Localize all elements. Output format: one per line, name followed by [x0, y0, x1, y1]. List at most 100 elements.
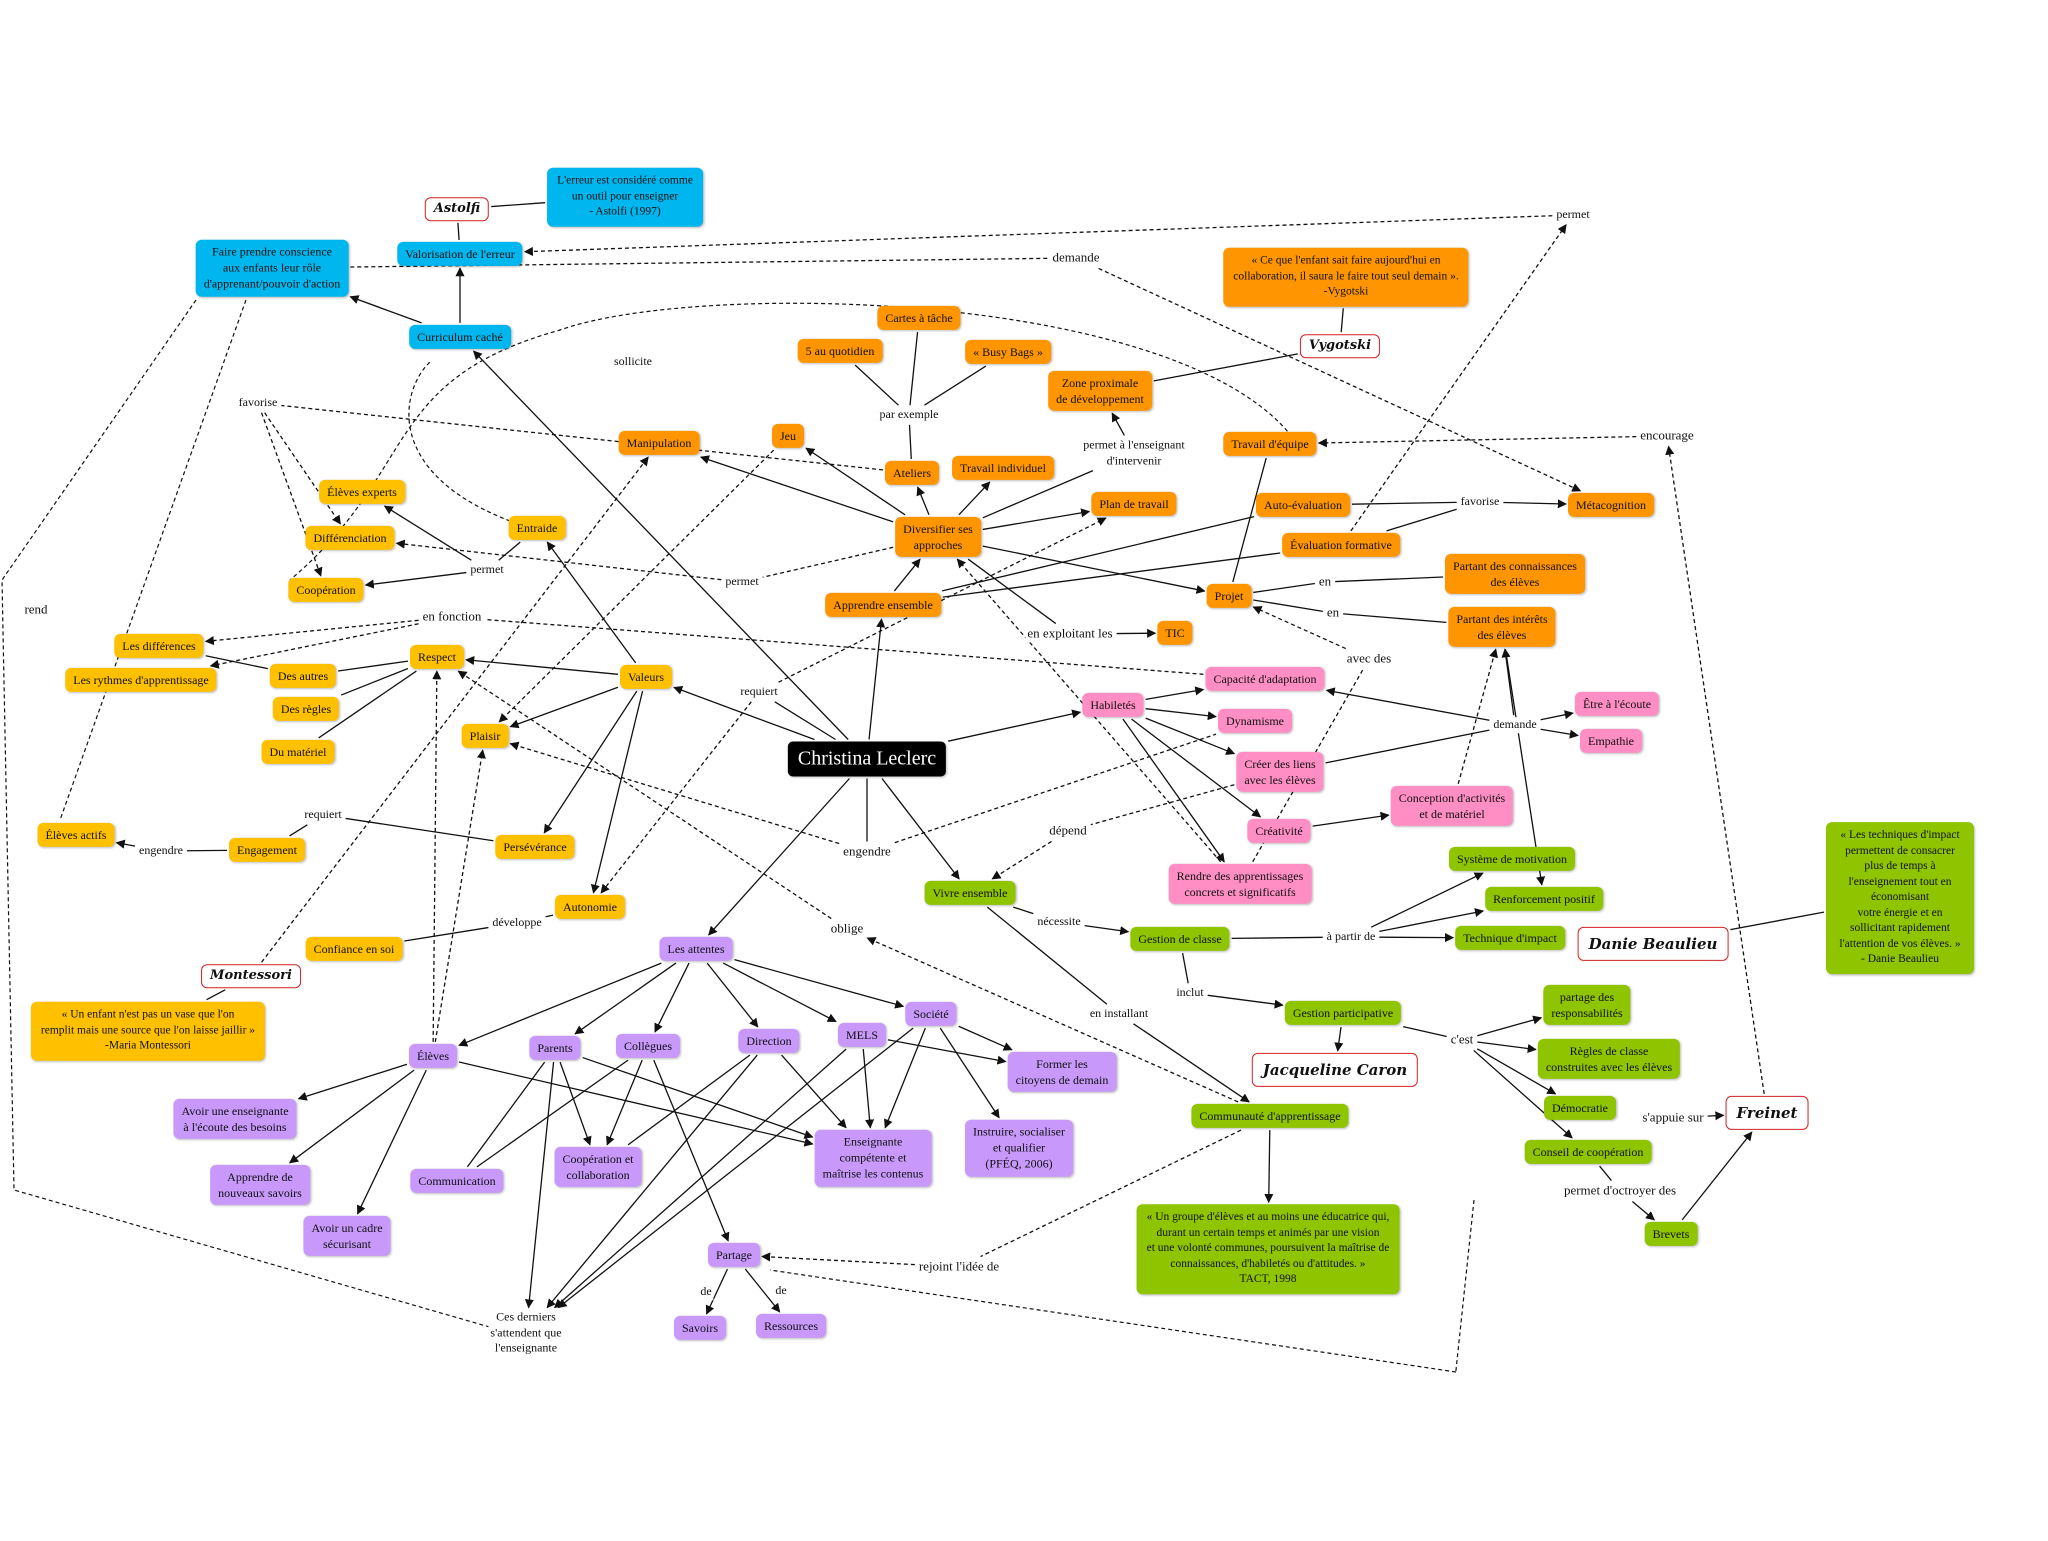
- node-vivre-ensemble[interactable]: Vivre ensemble: [924, 880, 1016, 906]
- node-partage[interactable]: Partage: [708, 1242, 760, 1268]
- node-eleves-experts[interactable]: Élèves experts: [319, 479, 405, 505]
- node-differenciation[interactable]: Différenciation: [305, 525, 395, 551]
- node-respect[interactable]: Respect: [410, 644, 464, 670]
- connector: [1599, 1165, 1612, 1181]
- node-manipulation[interactable]: Manipulation: [618, 430, 700, 456]
- node-gestion-participative[interactable]: Gestion participative: [1284, 1000, 1402, 1026]
- node-autonomie[interactable]: Autonomie: [555, 894, 625, 920]
- connector: [1335, 576, 1444, 583]
- link-label-oblige: oblige: [828, 920, 866, 938]
- connector: [916, 486, 930, 516]
- node-eleves[interactable]: Élèves: [409, 1043, 457, 1069]
- author-astolfi: Astolfi: [424, 197, 490, 221]
- node-rythmes-apprentissage[interactable]: Les rythmes d'apprentissage: [65, 667, 217, 693]
- node-travail-individuel[interactable]: Travail individuel: [952, 455, 1054, 481]
- connector: [653, 1059, 730, 1242]
- node-cartes-a-tache[interactable]: Cartes à tâche: [877, 305, 961, 331]
- node-perseverance[interactable]: Persévérance: [495, 834, 575, 860]
- node-des-regles[interactable]: Des règles: [272, 696, 340, 722]
- connector: [1501, 648, 1515, 716]
- node-societe[interactable]: Société: [905, 1001, 957, 1027]
- node-metacognition[interactable]: Métacognition: [1568, 492, 1654, 518]
- node-faire-prendre-conscience[interactable]: Faire prendre conscience aux enfants leu…: [195, 239, 349, 297]
- node-communication[interactable]: Communication: [410, 1168, 504, 1194]
- connector: [1379, 908, 1485, 933]
- connector: [1457, 648, 1498, 784]
- node-apprendre-nouveaux-savoirs[interactable]: Apprendre de nouveaux savoirs: [210, 1164, 310, 1206]
- node-auto-evaluation[interactable]: Auto-évaluation: [1256, 492, 1350, 518]
- node-renforcement-positif[interactable]: Renforcement positif: [1485, 886, 1603, 912]
- node-partage-responsabilites[interactable]: partage des responsabilités: [1543, 984, 1631, 1026]
- node-jeu[interactable]: Jeu: [772, 423, 804, 449]
- node-cooperation[interactable]: Coopération: [288, 577, 364, 603]
- connector: [1476, 1048, 1557, 1095]
- node-du-materiel[interactable]: Du matériel: [261, 739, 335, 765]
- node-valorisation-erreur[interactable]: Valorisation de l'erreur: [397, 241, 523, 267]
- node-eleves-actifs[interactable]: Élèves actifs: [37, 822, 115, 848]
- node-instruire-socialiser[interactable]: Instruire, socialiser et qualifier (PFÉQ…: [965, 1119, 1073, 1177]
- node-cadre-securisant[interactable]: Avoir un cadre sécurisant: [303, 1215, 391, 1257]
- node-gestion-de-classe[interactable]: Gestion de classe: [1130, 926, 1230, 952]
- node-capacite-adaptation[interactable]: Capacité d'adaptation: [1205, 666, 1325, 692]
- node-brevets[interactable]: Brevets: [1644, 1221, 1698, 1247]
- node-apprendre-ensemble[interactable]: Apprendre ensemble: [825, 592, 941, 618]
- node-valeurs[interactable]: Valeurs: [620, 664, 672, 690]
- node-entraide[interactable]: Entraide: [508, 515, 566, 541]
- link-label-demande: demande: [1050, 249, 1102, 267]
- node-diversifier-approches[interactable]: Diversifier ses approches: [895, 516, 981, 558]
- node-creativite[interactable]: Créativité: [1247, 818, 1311, 844]
- node-former-citoyens[interactable]: Former les citoyens de demain: [1007, 1051, 1117, 1093]
- node-travail-equipe[interactable]: Travail d'équipe: [1223, 431, 1317, 457]
- connector: [115, 839, 136, 849]
- node-plan-de-travail[interactable]: Plan de travail: [1091, 491, 1177, 517]
- node-projet[interactable]: Projet: [1206, 583, 1252, 609]
- node-plaisir[interactable]: Plaisir: [461, 723, 509, 749]
- central-topic[interactable]: Christina Leclerc: [787, 741, 947, 777]
- node-zone-proximale[interactable]: Zone proximale de développement: [1048, 370, 1152, 412]
- node-cooperation-collaboration[interactable]: Coopération et collaboration: [554, 1146, 642, 1188]
- node-ateliers[interactable]: Ateliers: [885, 460, 939, 486]
- link-label-sappuie-sur: s'appuie sur: [1640, 1109, 1706, 1127]
- node-habiletes[interactable]: Habiletés: [1082, 692, 1144, 718]
- dashed-connector: [769, 1269, 1457, 1373]
- node-curriculum-cache[interactable]: Curriculum caché: [409, 324, 511, 350]
- node-evaluation-formative[interactable]: Évaluation formative: [1282, 532, 1400, 558]
- node-conseil-cooperation[interactable]: Conseil de coopération: [1524, 1139, 1652, 1165]
- connector: [349, 295, 422, 324]
- connector: [868, 618, 886, 740]
- node-conception-activites[interactable]: Conception d'activités et de matériel: [1390, 785, 1514, 827]
- node-creer-des-liens[interactable]: Créer des liens avec les élèves: [1236, 751, 1324, 793]
- node-confiance-en-soi[interactable]: Confiance en soi: [305, 936, 403, 962]
- node-tic[interactable]: TIC: [1157, 620, 1193, 646]
- node-parents[interactable]: Parents: [529, 1035, 581, 1061]
- node-etre-a-lecoute[interactable]: Être à l'écoute: [1574, 691, 1660, 717]
- node-savoirs[interactable]: Savoirs: [674, 1315, 726, 1341]
- node-rendre-apprentissages-concrets[interactable]: Rendre des apprentissages concrets et si…: [1168, 863, 1312, 905]
- node-5-au-quotidien[interactable]: 5 au quotidien: [797, 338, 883, 364]
- author-jacqueline-caron: Jacqueline Caron: [1251, 1052, 1419, 1088]
- node-partant-interets[interactable]: Partant des intérêts des élèves: [1448, 606, 1556, 648]
- node-les-differences[interactable]: Les différences: [114, 633, 204, 659]
- node-direction[interactable]: Direction: [738, 1028, 800, 1054]
- node-ressources[interactable]: Ressources: [756, 1313, 826, 1339]
- node-engagement[interactable]: Engagement: [229, 837, 305, 863]
- connector: [887, 1039, 1007, 1065]
- node-dynamisme[interactable]: Dynamisme: [1218, 708, 1292, 734]
- node-avoir-enseignante-ecoute[interactable]: Avoir une enseignante à l'écoute des bes…: [173, 1098, 297, 1140]
- node-regles-de-classe[interactable]: Règles de classe construites avec les él…: [1537, 1038, 1681, 1080]
- node-busy-bags[interactable]: « Busy Bags »: [965, 339, 1051, 365]
- node-technique-impact[interactable]: Technique d'impact: [1455, 925, 1565, 951]
- node-communaute-apprentissage[interactable]: Communauté d'apprentissage: [1191, 1103, 1349, 1129]
- node-partant-connaissances[interactable]: Partant des connaissances des élèves: [1445, 553, 1585, 595]
- node-mels[interactable]: MELS: [837, 1022, 887, 1048]
- node-les-attentes[interactable]: Les attentes: [659, 936, 733, 962]
- quote-vygotski: « Ce que l'enfant sait faire aujourd'hui…: [1223, 247, 1469, 307]
- node-empathie[interactable]: Empathie: [1580, 728, 1642, 754]
- node-collegues[interactable]: Collègues: [616, 1033, 680, 1059]
- node-des-autres[interactable]: Des autres: [269, 663, 337, 689]
- node-democratie[interactable]: Démocratie: [1544, 1095, 1616, 1121]
- node-enseignante-competente[interactable]: Enseignante compétente et maîtrise les c…: [814, 1129, 932, 1187]
- connector: [1350, 224, 1567, 532]
- link-label-ces-derniers: Ces derniers s'attendent que l'enseignan…: [488, 1309, 564, 1357]
- node-systeme-motivation[interactable]: Système de motivation: [1449, 846, 1575, 872]
